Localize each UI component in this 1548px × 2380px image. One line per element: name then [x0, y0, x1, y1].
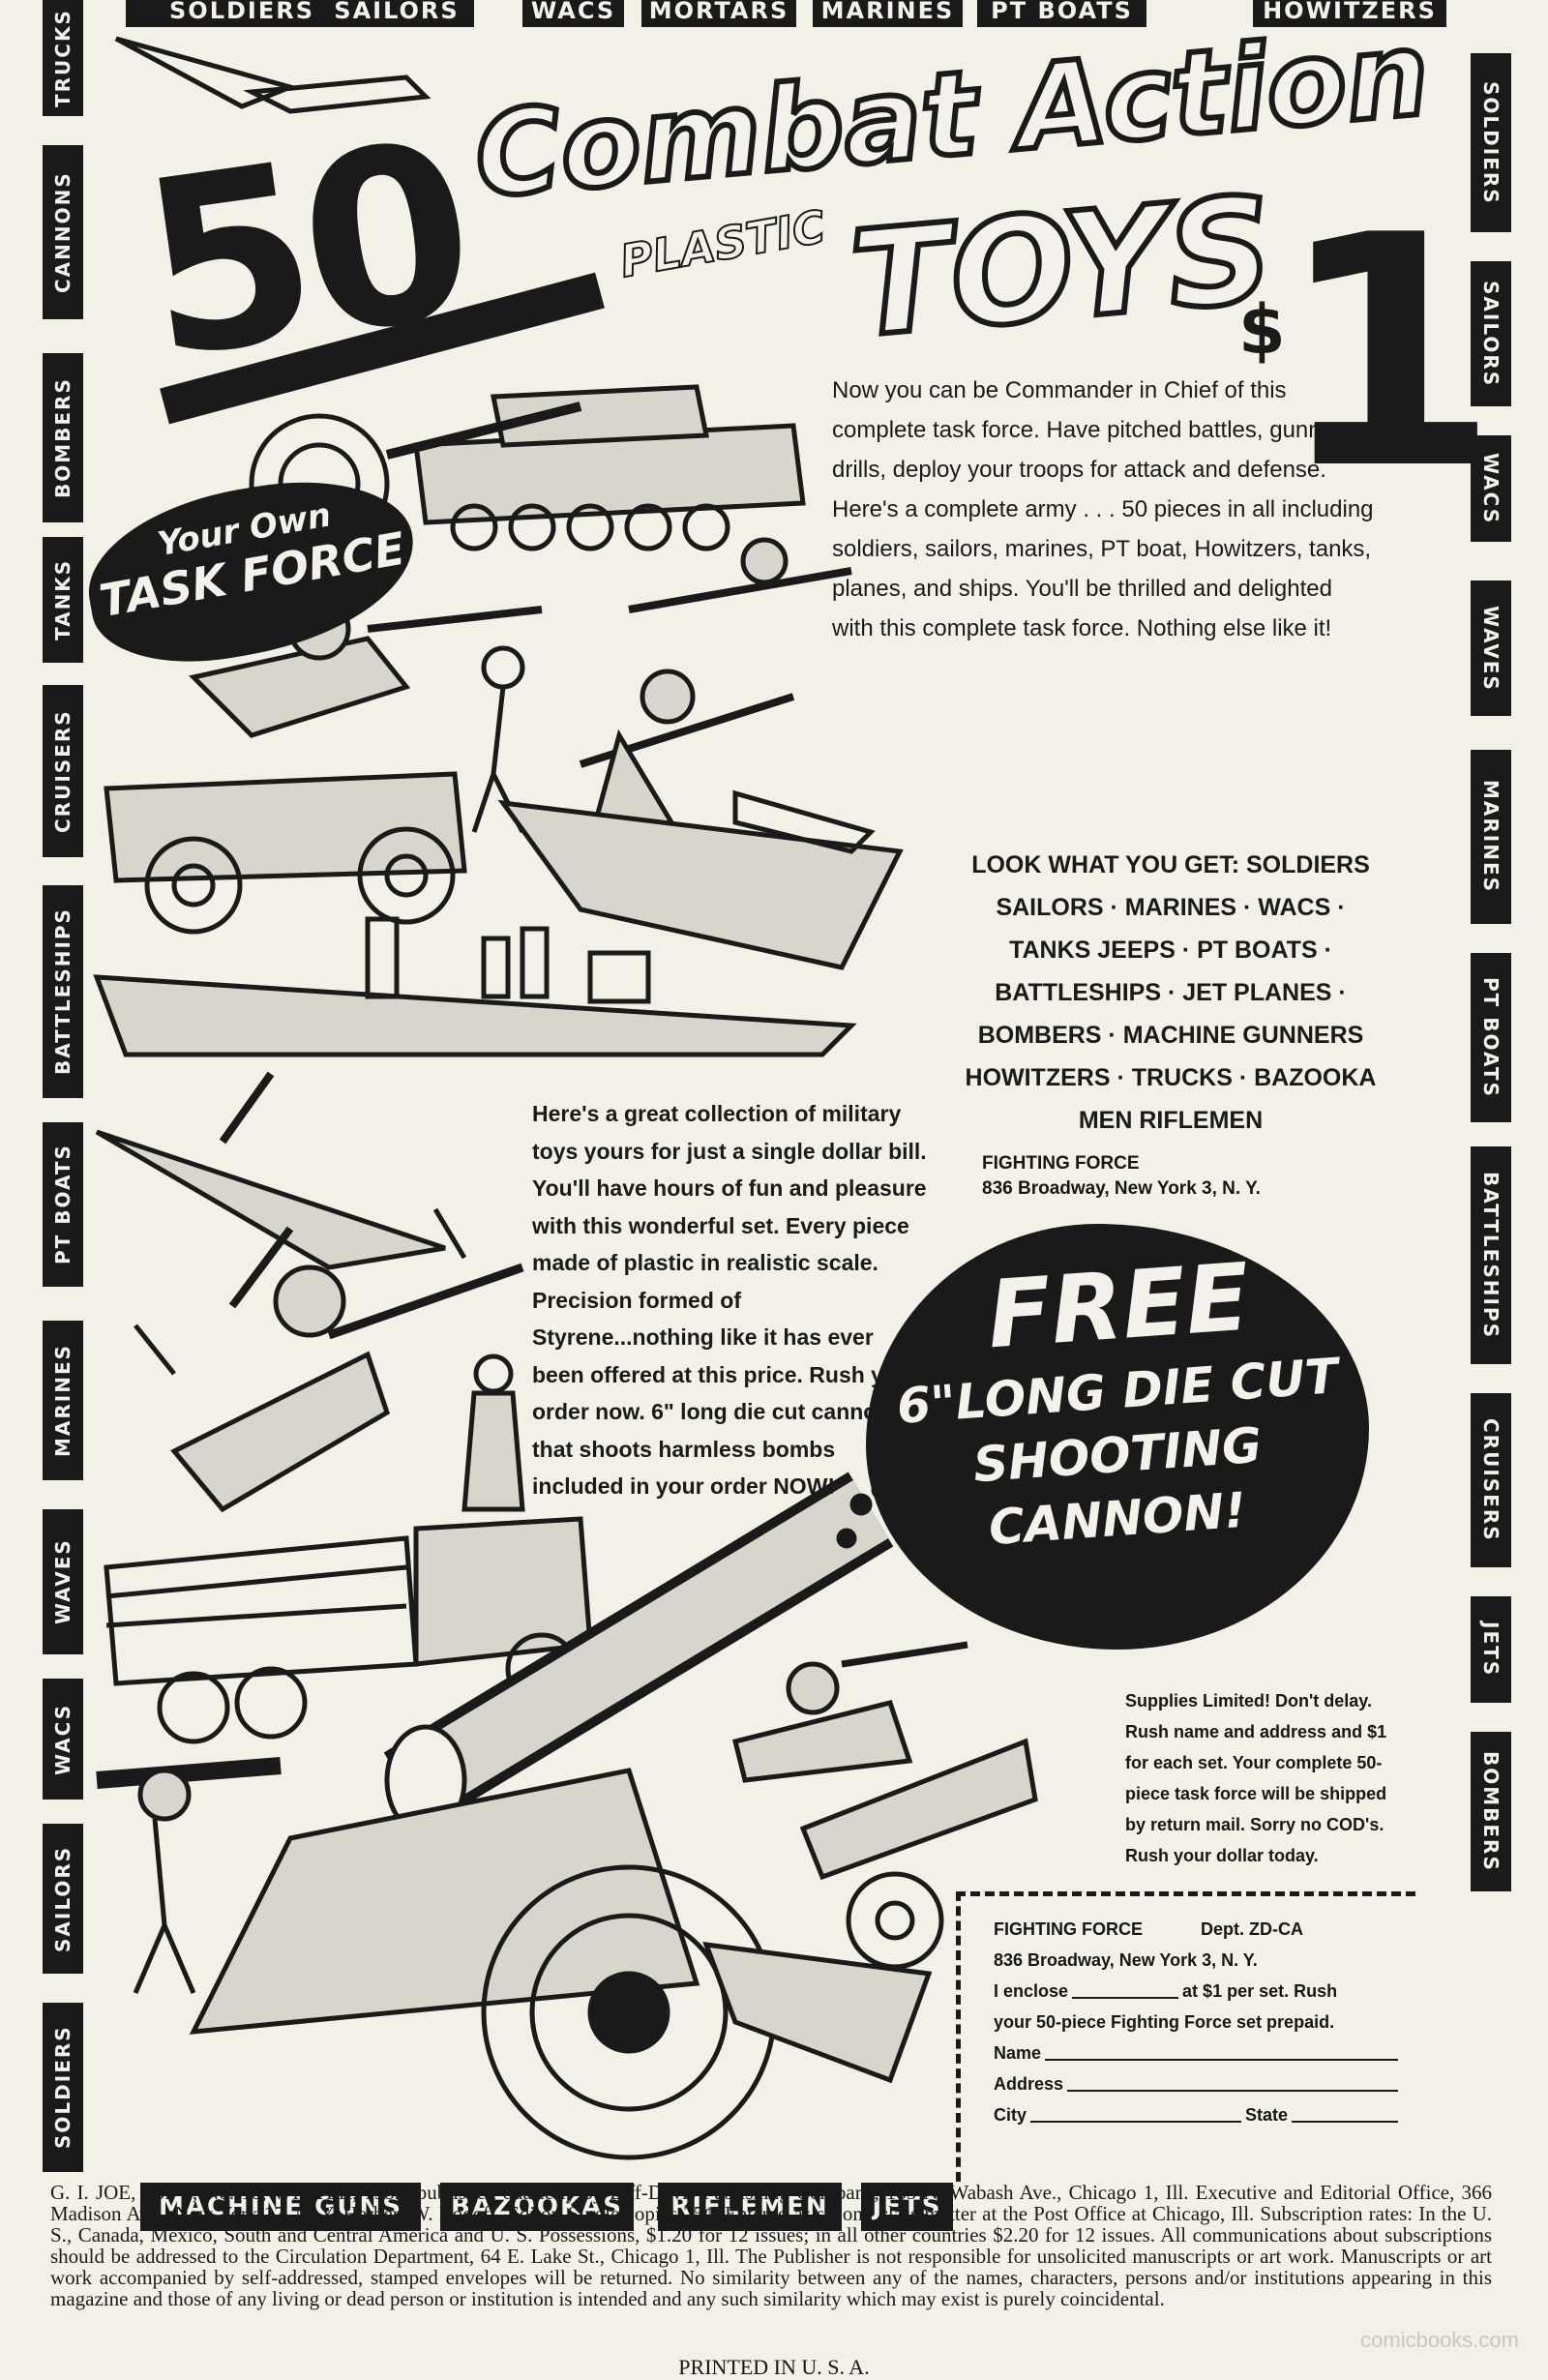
- coupon-dept: Dept. ZD-CA: [1201, 1919, 1303, 1939]
- address-street: 836 Broadway, New York 3, N. Y.: [982, 1178, 1261, 1199]
- coupon-city-field[interactable]: [1030, 2099, 1241, 2123]
- coupon-name-label: Name: [994, 2043, 1042, 2063]
- coupon-enclose-rest: at $1 per set. Rush: [1182, 1981, 1338, 2001]
- bottom-tag-machine-guns: MACHINE GUNS: [140, 2183, 421, 2231]
- top-tag-mortars: MORTARS: [641, 0, 796, 27]
- right-tag-pt-boats: PT BOATS: [1471, 953, 1511, 1122]
- publication-footer: G. I. JOE, Vol. 2, No. 18, WINTER, 1952,…: [50, 2181, 1492, 2310]
- watermark: comicbooks.com: [1360, 2328, 1519, 2352]
- free-cannon-cloud: FREE 6"LONG DIE CUT SHOOTING CANNON!: [866, 1224, 1369, 1650]
- coupon-address-field[interactable]: [1067, 2068, 1398, 2092]
- intro-copy: Now you can be Commander in Chief of thi…: [832, 377, 1374, 641]
- mailing-address: FIGHTING FORCE 836 Broadway, New York 3,…: [982, 1151, 1261, 1202]
- coupon-city-row: City State: [994, 2099, 1402, 2130]
- price-one: 1: [1277, 167, 1500, 539]
- printed-in-usa: PRINTED IN U. S. A.: [678, 2355, 870, 2379]
- coupon-state-field[interactable]: [1292, 2099, 1398, 2123]
- right-tag-battleships: BATTLESHIPS: [1471, 1146, 1511, 1364]
- coupon-address-label: Address: [994, 2074, 1064, 2094]
- coupon-state-label: State: [1244, 2105, 1288, 2125]
- coupon-company: FIGHTING FORCE: [994, 1919, 1143, 1939]
- coupon-enclose-label: I enclose: [994, 1981, 1069, 2001]
- right-tag-waves: WAVES: [1471, 580, 1511, 716]
- coupon-city-label: City: [994, 2105, 1027, 2125]
- right-tag-jets: JETS: [1471, 1596, 1511, 1703]
- bottom-tag-bazookas: BAZOOKAS: [440, 2183, 634, 2231]
- coupon-street: 836 Broadway, New York 3, N. Y.: [994, 1950, 1258, 1970]
- coupon-name-field[interactable]: [1045, 2038, 1398, 2061]
- supplies-notice: Supplies Limited! Don't delay. Rush name…: [1125, 1691, 1387, 1865]
- order-coupon: FIGHTING FORCE Dept. ZD-CA 836 Broadway,…: [956, 1891, 1415, 2182]
- right-tag-wacs: WACS: [1471, 435, 1511, 542]
- top-tag-marines: MARINES: [813, 0, 963, 27]
- coupon-amount-field[interactable]: [1072, 1976, 1179, 1999]
- top-tag-pt-boats: PT BOATS: [977, 0, 1146, 27]
- coupon-address-row: Address: [994, 2068, 1402, 2099]
- right-tag-soldiers: SOLDIERS: [1471, 53, 1511, 232]
- coupon-enclose-row: I enclose at $1 per set. Rush: [994, 1976, 1402, 2007]
- collection-copy: Here's a great collection of military to…: [532, 1101, 927, 1499]
- bottom-tag-jets: JETS: [861, 2183, 953, 2231]
- headline-fifty: 50: [127, 89, 481, 413]
- right-tag-bombers: BOMBERS: [1471, 1732, 1511, 1891]
- look-what-you-get: LOOK WHAT YOU GET: SOLDIERS SAILORS · MA…: [965, 851, 1377, 1134]
- top-tag-howitzers: HOWITZERS: [1253, 0, 1446, 27]
- coupon-header: FIGHTING FORCE Dept. ZD-CA: [974, 1914, 1402, 1945]
- right-tag-sailors: SAILORS: [1471, 261, 1511, 406]
- top-tag-sailors: SAILORS: [319, 0, 474, 27]
- price-dollar-sign: $: [1238, 290, 1286, 370]
- bottom-tag-riflemen: RIFLEMEN: [658, 2183, 842, 2231]
- address-company: FIGHTING FORCE: [982, 1153, 1140, 1174]
- right-tag-cruisers: CRUISERS: [1471, 1393, 1511, 1567]
- coupon-name-row: Name: [994, 2038, 1402, 2068]
- coupon-enclose-line-3: your 50-piece Fighting Force set prepaid…: [994, 2012, 1335, 2032]
- top-tag-wacs: WACS: [522, 0, 624, 27]
- right-tag-marines: MARINES: [1471, 750, 1511, 924]
